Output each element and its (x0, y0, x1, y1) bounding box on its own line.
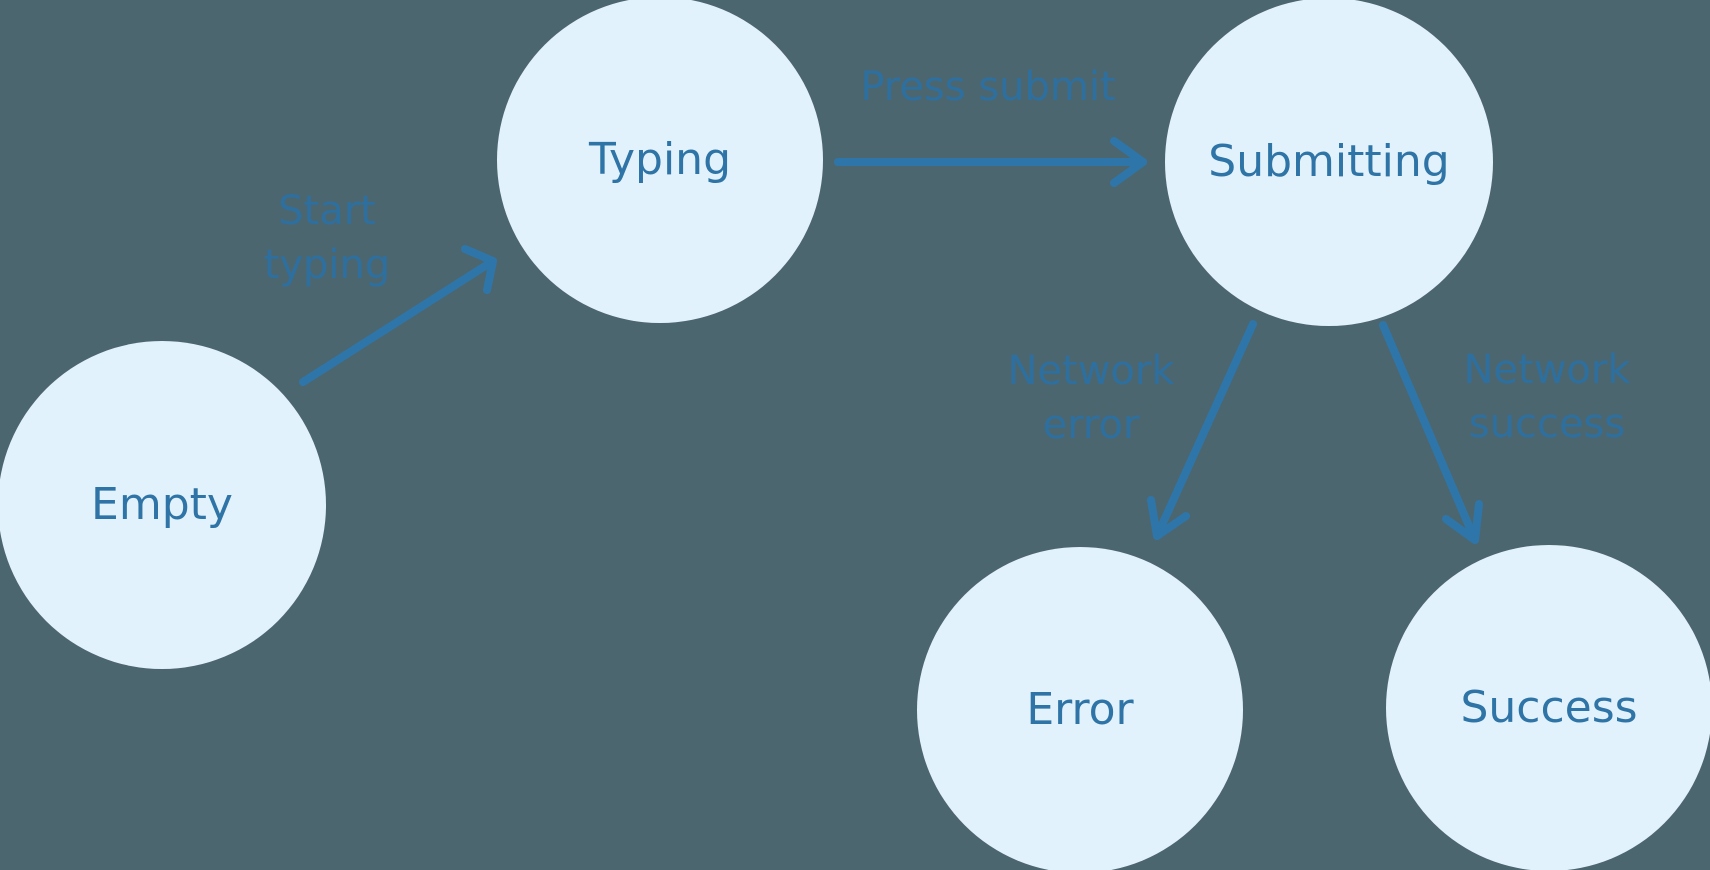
state-node-error-label: Error (1026, 684, 1134, 735)
edge-arrow-start-typing (299, 245, 497, 386)
edge-label-start-typing: Start typing (263, 188, 391, 288)
edge-label-press-submit: Press submit (860, 64, 1116, 110)
state-node-empty-label: Empty (91, 479, 233, 530)
state-node-success: Success (1386, 545, 1710, 870)
edge-arrow-network-error (1147, 320, 1257, 540)
state-node-submitting-label: Submitting (1208, 136, 1450, 187)
edge-label-network-error: Network error (1007, 348, 1175, 448)
state-node-empty: Empty (0, 341, 326, 669)
edge-arrow-press-submit (834, 137, 1147, 187)
state-node-typing: Typing (497, 0, 823, 323)
edge-label-network-success: Network success (1463, 347, 1631, 447)
edge-arrow-network-success (1379, 321, 1483, 544)
state-node-success-label: Success (1460, 682, 1638, 733)
state-node-error: Error (917, 547, 1243, 870)
state-node-submitting: Submitting (1165, 0, 1493, 326)
state-node-typing-label: Typing (588, 134, 732, 185)
